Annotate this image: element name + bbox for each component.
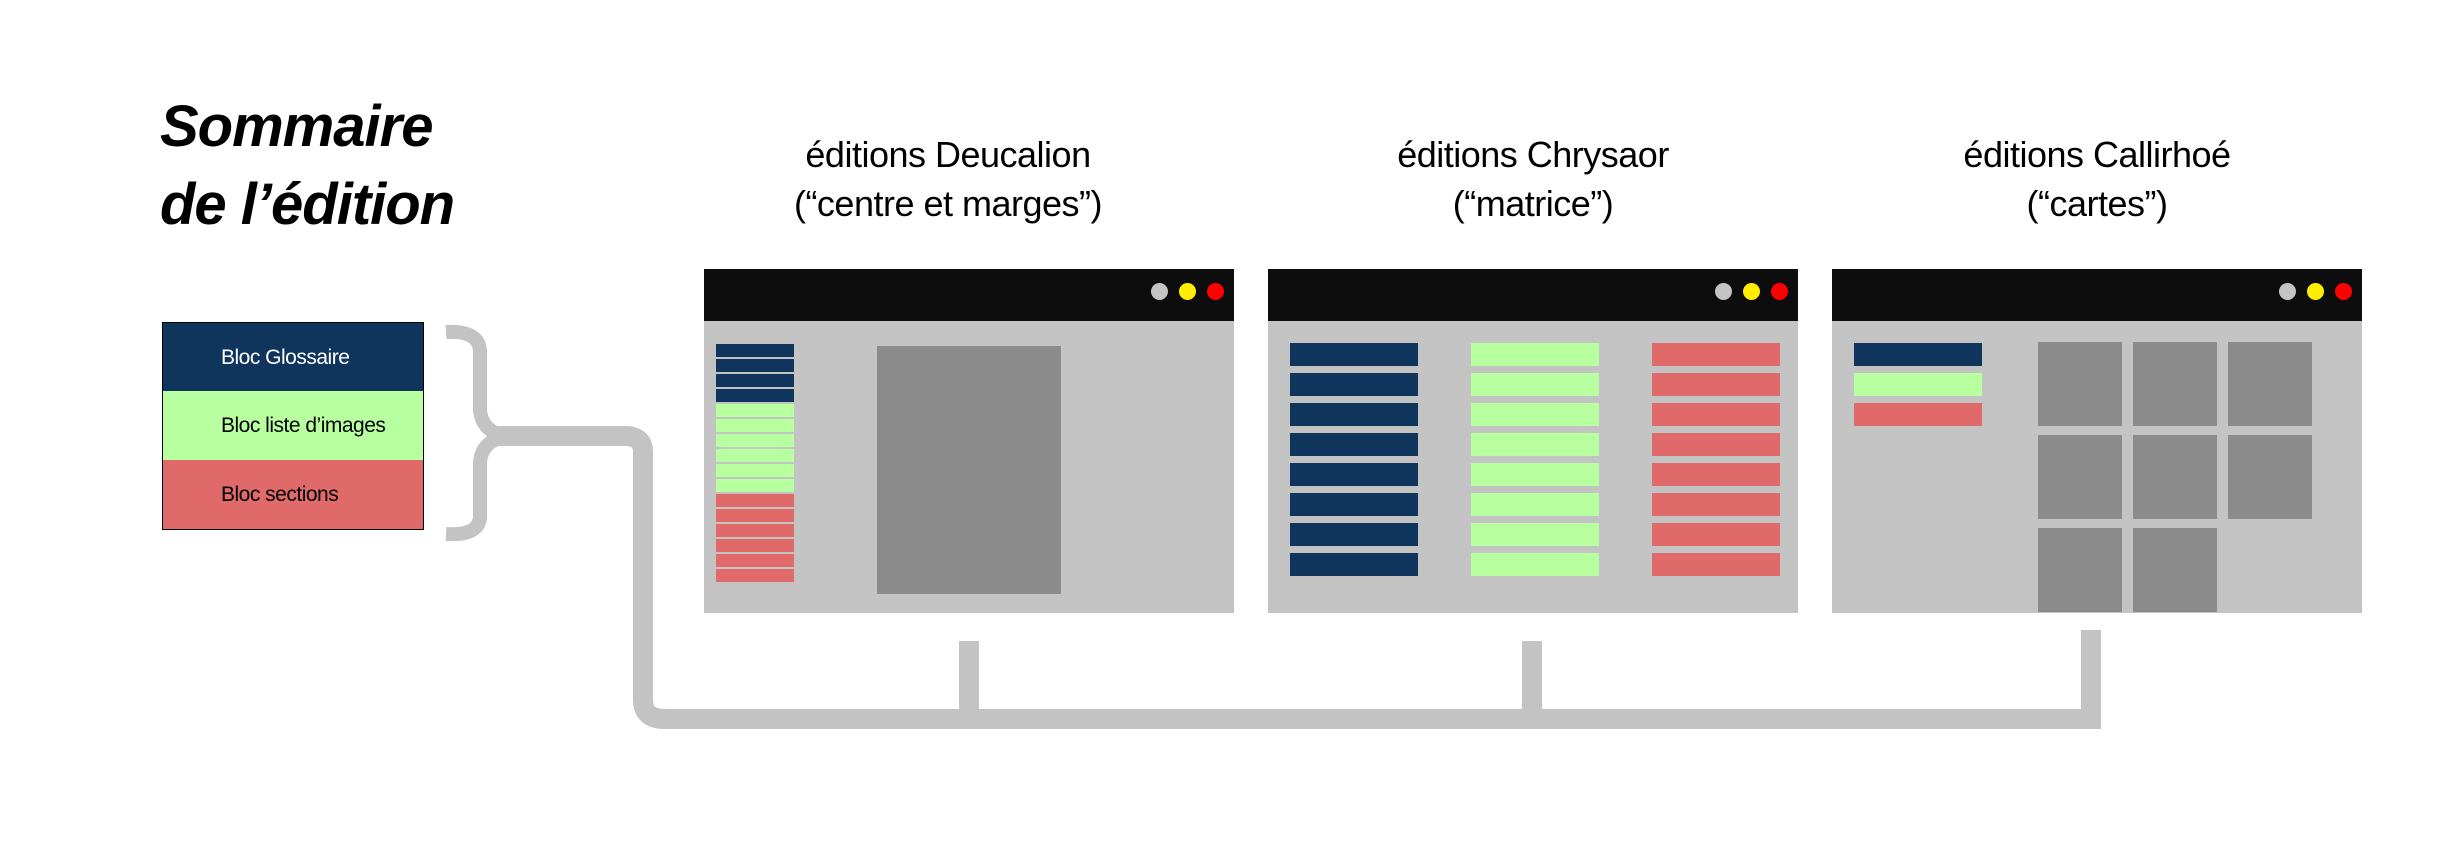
toc-row	[716, 494, 794, 507]
matrix-cell	[1652, 373, 1780, 396]
legend-glossaire: Bloc Glossaire	[162, 322, 424, 392]
minimize-dot-icon	[1151, 283, 1168, 300]
minimize-dot-icon	[2279, 283, 2296, 300]
window-chrysaor	[1268, 269, 1798, 613]
legend-sections: Bloc sections	[162, 460, 424, 530]
toc-row	[716, 434, 794, 447]
window-titlebar	[704, 269, 1234, 321]
window-titlebar	[1268, 269, 1798, 321]
card-tile	[2133, 528, 2217, 612]
close-dot-icon	[1771, 283, 1788, 300]
card-tile	[2133, 435, 2217, 519]
toc-row	[1854, 373, 1982, 396]
card-tile	[2228, 435, 2312, 519]
maximize-dot-icon	[1743, 283, 1760, 300]
minimize-dot-icon	[1715, 283, 1732, 300]
matrix-cell	[1290, 373, 1418, 396]
card-tile	[2133, 342, 2217, 426]
title-line-1: Sommaire	[160, 94, 433, 159]
matrix-cell	[1290, 553, 1418, 576]
matrix-cell	[1471, 553, 1599, 576]
matrix-cell	[1652, 523, 1780, 546]
toc-row	[1854, 403, 1982, 426]
toc-row	[1854, 343, 1982, 366]
matrix-cell	[1471, 343, 1599, 366]
matrix-cell	[1652, 403, 1780, 426]
toc-row	[716, 464, 794, 477]
matrix-cell	[1471, 463, 1599, 486]
toc-row	[716, 404, 794, 417]
toc-row	[716, 554, 794, 567]
matrix-cell	[1471, 493, 1599, 516]
toc-row	[716, 509, 794, 522]
matrix-cell	[1471, 523, 1599, 546]
page-title: Sommaire de l’édition	[160, 88, 455, 244]
layout-style: (“matrice”)	[1452, 183, 1614, 224]
close-dot-icon	[2335, 283, 2352, 300]
matrix-cell	[1652, 433, 1780, 456]
matrix-cell	[1290, 463, 1418, 486]
layout-name: éditions Callirhoé	[1963, 134, 2231, 175]
toc-row	[716, 479, 794, 492]
legend-label: Bloc liste d’images	[221, 414, 386, 437]
matrix-cell	[1652, 553, 1780, 576]
toc-row	[716, 524, 794, 537]
matrix-cell	[1652, 463, 1780, 486]
layout-title-deucalion: éditions Deucalion (“centre et marges”)	[648, 130, 1248, 228]
layout-style: (“centre et marges”)	[793, 183, 1103, 224]
card-tile	[2038, 435, 2122, 519]
card-tile	[2038, 528, 2122, 612]
connector-stub-chrysaor	[1522, 641, 1542, 719]
matrix-cell	[1471, 373, 1599, 396]
toc-row	[716, 419, 794, 432]
layout-name: éditions Deucalion	[805, 134, 1091, 175]
toc-row	[716, 569, 794, 582]
window-deucalion	[704, 269, 1234, 613]
layout-title-chrysaor: éditions Chrysaor (“matrice”)	[1233, 130, 1833, 228]
window-callirhoe	[1832, 269, 2362, 613]
matrix-cell	[1290, 523, 1418, 546]
legend-images: Bloc liste d’images	[162, 391, 424, 461]
curly-brace	[445, 324, 508, 542]
matrix-cell	[1652, 343, 1780, 366]
content-block	[877, 346, 1061, 594]
legend-label: Bloc sections	[221, 483, 339, 506]
connector-stub-deucalion	[959, 641, 979, 719]
card-tile	[2228, 342, 2312, 426]
toc-row	[716, 449, 794, 462]
toc-row	[716, 539, 794, 552]
card-tile	[2038, 342, 2122, 426]
toc-row	[716, 359, 794, 372]
window-titlebar	[1832, 269, 2362, 321]
connector-line	[498, 426, 2101, 729]
matrix-cell	[1652, 493, 1780, 516]
layout-title-callirhoe: éditions Callirhoé (“cartes”)	[1797, 130, 2397, 228]
toc-row	[716, 389, 794, 402]
matrix-cell	[1290, 403, 1418, 426]
title-line-2: de l’édition	[160, 172, 455, 237]
matrix-cell	[1471, 433, 1599, 456]
layout-name: éditions Chrysaor	[1397, 134, 1669, 175]
matrix-cell	[1290, 433, 1418, 456]
matrix-cell	[1290, 343, 1418, 366]
maximize-dot-icon	[2307, 283, 2324, 300]
toc-row	[716, 344, 794, 357]
toc-row	[716, 374, 794, 387]
layout-style: (“cartes”)	[2026, 183, 2169, 224]
matrix-cell	[1290, 493, 1418, 516]
matrix-cell	[1471, 403, 1599, 426]
close-dot-icon	[1207, 283, 1224, 300]
legend-label: Bloc Glossaire	[221, 346, 350, 369]
maximize-dot-icon	[1179, 283, 1196, 300]
